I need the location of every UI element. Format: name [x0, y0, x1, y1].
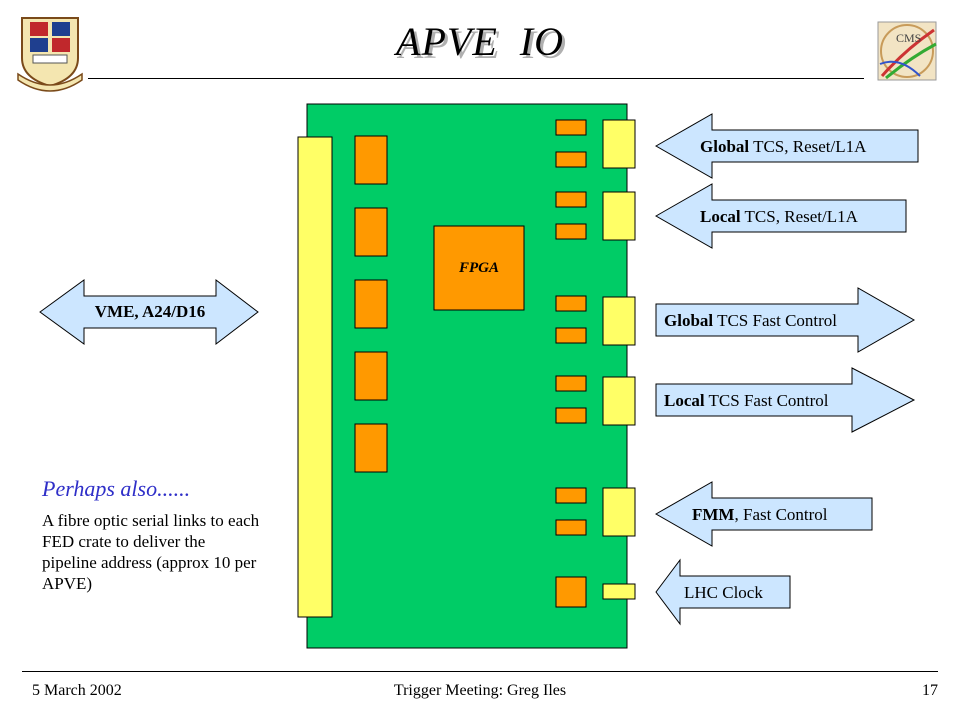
- fmm-input-arrow: [654, 481, 873, 547]
- global-reset-label: Global TCS, Reset/L1A: [700, 137, 866, 157]
- board-component: [354, 207, 388, 257]
- page-number: 17: [922, 682, 938, 699]
- small-component: [555, 295, 587, 312]
- small-component: [555, 487, 587, 504]
- global-reset-label-text: TCS, Reset/L1A: [749, 137, 867, 156]
- board-component: [354, 279, 388, 329]
- small-component: [555, 223, 587, 240]
- global-fast-control-output-arrow: [655, 287, 916, 353]
- page-title: APVE IO: [396, 19, 564, 64]
- fpga-label: FPGA: [458, 260, 499, 276]
- io-connector: [602, 191, 636, 241]
- perhaps-also-heading: Perhaps also......: [42, 476, 191, 501]
- board-component: [354, 423, 388, 473]
- global-fast-control-label-bold: Global: [664, 311, 714, 330]
- local-fast-control-label-bold: Local: [664, 391, 705, 410]
- local-reset-label: Local TCS, Reset/L1A: [700, 207, 858, 227]
- fpga-chip: [433, 225, 525, 311]
- fmm-label: FMM, Fast Control: [692, 505, 828, 525]
- io-connector: [602, 487, 636, 537]
- local-reset-label-text: TCS, Reset/L1A: [740, 207, 858, 226]
- clock-component: [555, 576, 587, 608]
- lhc-clock-label: LHC Clock: [684, 583, 763, 602]
- footer-divider: [22, 671, 938, 672]
- footer-title: Trigger Meeting: Greg Iles: [393, 682, 567, 699]
- global-fast-control-label-text: TCS Fast Control: [713, 311, 838, 330]
- small-component: [555, 151, 587, 168]
- footer-date: 5 March 2002: [32, 682, 122, 699]
- local-reset-label-bold: Local: [700, 207, 741, 226]
- io-connector: [602, 296, 636, 346]
- global-reset-label-bold: Global: [700, 137, 750, 156]
- board-component: [354, 351, 388, 401]
- fmm-label-text: , Fast Control: [734, 505, 828, 524]
- local-fast-control-label-text: TCS Fast Control: [704, 391, 829, 410]
- local-reset-input-arrow: [654, 183, 907, 249]
- small-component: [555, 327, 587, 344]
- small-component: [555, 119, 587, 136]
- io-connector: [602, 119, 636, 169]
- global-fast-control-label: Global TCS Fast Control: [664, 311, 837, 331]
- small-component: [555, 191, 587, 208]
- small-component: [555, 519, 587, 536]
- clock-connector: [602, 583, 636, 600]
- local-fast-control-label: Local TCS Fast Control: [664, 391, 829, 411]
- title-underline: [88, 78, 864, 79]
- small-component: [555, 375, 587, 392]
- board-component: [354, 135, 388, 185]
- fmm-label-bold: FMM: [692, 505, 735, 524]
- vme-connector: [297, 136, 333, 618]
- vme-double-arrow: [39, 278, 259, 346]
- lhc-clock-input-arrow: [655, 558, 791, 626]
- io-connector: [602, 376, 636, 426]
- global-reset-input-arrow: [654, 113, 919, 179]
- fibre-optic-description: A fibre optic serial links to each FED c…: [42, 511, 260, 593]
- local-fast-control-output-arrow: [655, 367, 916, 433]
- small-component: [555, 407, 587, 424]
- vme-label: VME, A24/D16: [94, 302, 206, 321]
